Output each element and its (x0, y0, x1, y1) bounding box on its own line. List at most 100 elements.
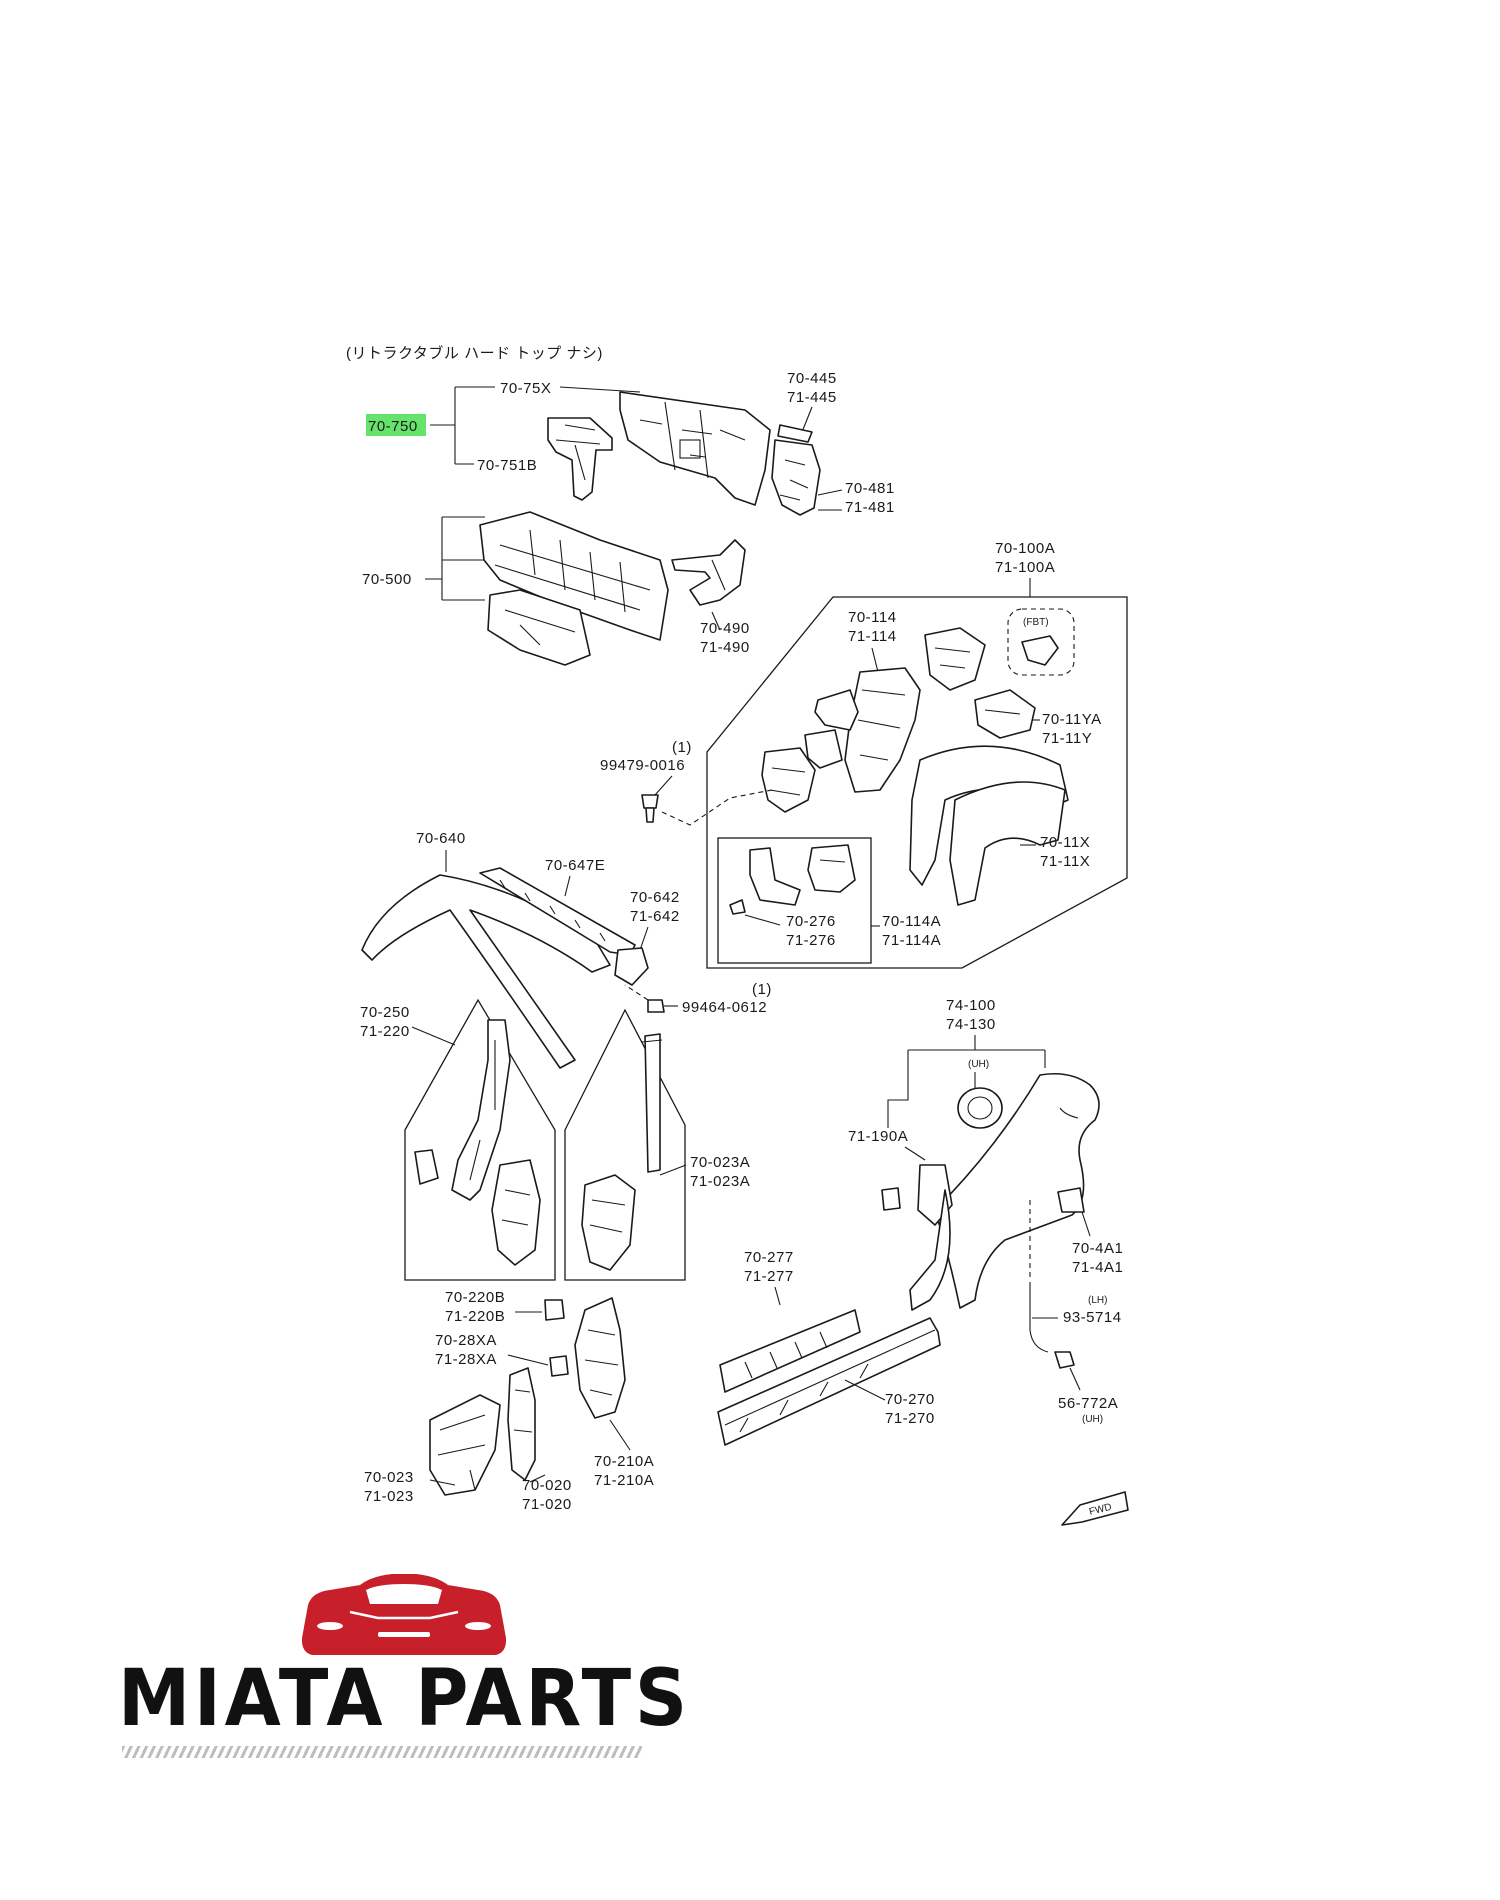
label-70-4a1[interactable]: 70-4A1 (1072, 1240, 1123, 1257)
label-71-276[interactable]: 71-276 (786, 932, 836, 949)
part-93-5714 (1029, 1282, 1049, 1353)
group-99464: (1) 99464-0612 (624, 981, 772, 1016)
label-71-023[interactable]: 71-023 (364, 1488, 414, 1505)
part-70-751b (547, 417, 613, 501)
brand-name: MIATA PARTS (118, 1654, 691, 1744)
part-70-642 (614, 947, 649, 986)
label-uh-1[interactable]: (UH) (968, 1059, 989, 1070)
label-70-114a[interactable]: 70-114A (882, 913, 941, 930)
part-70-020 (507, 1367, 536, 1481)
label-70-220b[interactable]: 70-220B (445, 1289, 505, 1306)
part-71-190a-small (881, 1187, 901, 1211)
car-grille (378, 1632, 430, 1637)
label-70-270[interactable]: 70-270 (885, 1391, 935, 1408)
label-99464-qty[interactable]: (1) (752, 981, 772, 998)
part-70-277 (719, 1309, 861, 1393)
part-70-28xa (549, 1355, 569, 1377)
label-uh-2[interactable]: (LH) (1088, 1295, 1107, 1306)
part-70-11x-inner (949, 781, 1066, 906)
group-70-220b: 70-220B 71-220B 70-28XA 71-28XA (435, 1289, 569, 1377)
part-fbt (1021, 635, 1059, 666)
label-99464[interactable]: 99464-0612 (682, 999, 767, 1016)
label-70-100a[interactable]: 70-100A (995, 540, 1055, 557)
group-70-750: 70-750 70-75X 70-751B (366, 380, 771, 506)
label-71-490[interactable]: 71-490 (700, 639, 750, 656)
group-70-490: 70-490 71-490 (671, 539, 750, 656)
part-70-481 (771, 439, 821, 516)
label-70-11x[interactable]: 70-11X (1040, 834, 1090, 851)
label-71-114[interactable]: 71-114 (848, 628, 897, 645)
label-70-640[interactable]: 70-640 (416, 830, 466, 847)
label-fbt[interactable]: (FBT) (1023, 617, 1049, 628)
part-70-640 (361, 874, 611, 1069)
label-70-250[interactable]: 70-250 (360, 1004, 410, 1021)
label-70-023[interactable]: 70-023 (364, 1469, 414, 1486)
label-71-11x[interactable]: 71-11X (1040, 853, 1090, 870)
label-74-130[interactable]: 74-130 (946, 1016, 996, 1033)
label-70-445[interactable]: 70-445 (787, 370, 837, 387)
label-70-276[interactable]: 70-276 (786, 913, 836, 930)
label-74-100[interactable]: 74-100 (946, 997, 996, 1014)
label-70-647e[interactable]: 70-647E (545, 857, 605, 874)
label-71-210a[interactable]: 71-210A (594, 1472, 654, 1489)
part-71-190a (909, 1164, 953, 1311)
label-fwd: FWD (1088, 1502, 1113, 1518)
label-71-220b[interactable]: 71-220B (445, 1308, 505, 1325)
label-71-020[interactable]: 71-020 (522, 1496, 572, 1513)
label-71-445[interactable]: 71-445 (787, 389, 837, 406)
part-70-210a (574, 1297, 626, 1419)
group-70-277: 70-277 71-277 70-270 71-270 (717, 1249, 941, 1446)
label-70-114[interactable]: 70-114 (848, 609, 897, 626)
label-93-5714[interactable]: 93-5714 (1063, 1309, 1122, 1326)
label-70-210a[interactable]: 70-210A (594, 1453, 654, 1470)
label-70-020[interactable]: 70-020 (522, 1477, 572, 1494)
group-74-100: 74-100 74-130 (UH) 71-190A 70-4A1 71-4A1 (848, 997, 1123, 1425)
part-70-500-lower (487, 589, 591, 666)
label-70-28xa[interactable]: 70-28XA (435, 1332, 497, 1349)
label-70-75x[interactable]: 70-75X (500, 380, 551, 397)
label-70-481[interactable]: 70-481 (845, 480, 895, 497)
label-71-4a1[interactable]: 71-4A1 (1072, 1259, 1123, 1276)
label-70-750[interactable]: 70-750 (368, 418, 418, 435)
label-99479-qty[interactable]: (1) (672, 739, 692, 756)
label-70-500[interactable]: 70-500 (362, 571, 412, 588)
part-70-250-clip (414, 1149, 439, 1185)
label-71-023a[interactable]: 71-023A (690, 1173, 750, 1190)
part-70-490 (671, 539, 746, 606)
brand-stripe (122, 1746, 642, 1758)
car-headlight-left (317, 1622, 343, 1630)
label-70-490[interactable]: 70-490 (700, 620, 750, 637)
label-70-751b[interactable]: 70-751B (477, 457, 537, 474)
label-uh-3[interactable]: (UH) (1082, 1414, 1103, 1425)
group-70-640: 70-640 70-647E 70-642 71-642 (361, 830, 680, 1069)
label-71-642[interactable]: 71-642 (630, 908, 680, 925)
label-71-114a[interactable]: 71-114A (882, 932, 941, 949)
label-56-772a[interactable]: 56-772A (1058, 1395, 1118, 1412)
part-70-500-shelf (479, 511, 669, 641)
group-70-100a: 70-100A 71-100A (FBT) 70-114 71-114 70-1… (706, 540, 1128, 969)
group-70-445-481: 70-445 71-445 70-481 71-481 (771, 370, 895, 516)
label-71-100a[interactable]: 71-100A (995, 559, 1055, 576)
label-70-277[interactable]: 70-277 (744, 1249, 794, 1266)
label-71-270[interactable]: 71-270 (885, 1410, 935, 1427)
label-71-277[interactable]: 71-277 (744, 1268, 794, 1285)
label-71-190a[interactable]: 71-190A (848, 1128, 908, 1145)
header-note: (リトラクタブル ハード トップ ナシ) (346, 344, 603, 362)
bolt-99479-icon (641, 794, 659, 823)
part-70-023a-strip (641, 1033, 663, 1173)
label-70-11ya[interactable]: 70-11YA (1042, 711, 1102, 728)
label-71-220[interactable]: 71-220 (360, 1023, 410, 1040)
part-56-772a (1054, 1351, 1075, 1369)
label-70-642[interactable]: 70-642 (630, 889, 680, 906)
part-70-75x (619, 391, 771, 506)
label-71-481[interactable]: 71-481 (845, 499, 895, 516)
label-71-28xa[interactable]: 71-28XA (435, 1351, 497, 1368)
label-71-11y[interactable]: 71-11Y (1042, 730, 1092, 747)
car-front-icon (301, 1574, 507, 1655)
label-70-023a[interactable]: 70-023A (690, 1154, 750, 1171)
part-74-130 (957, 1087, 1003, 1129)
highlight-70-750 (366, 414, 426, 436)
group-70-023a: 70-023A 71-023A (564, 1008, 750, 1281)
label-99479[interactable]: 99479-0016 (600, 757, 685, 774)
